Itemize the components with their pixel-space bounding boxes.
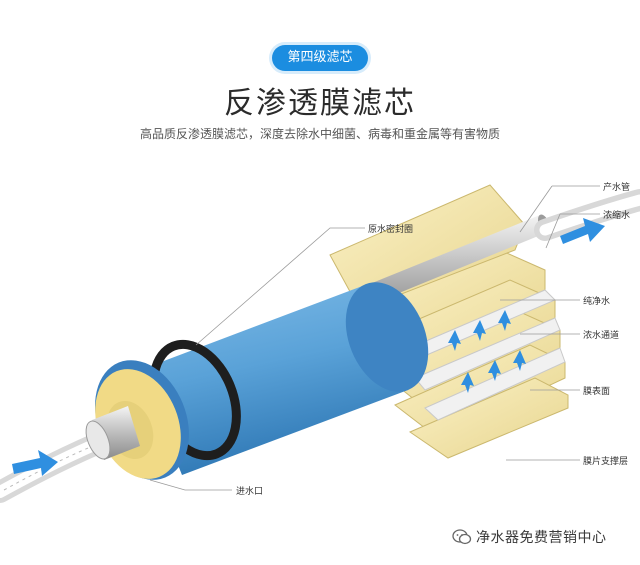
watermark-text: 净水器免费营销中心 — [476, 530, 607, 546]
inlet-pipe — [85, 406, 140, 460]
callout-concentrate-channel: 浓水通道 — [583, 331, 620, 341]
callout-membrane-support: 膜片支撑层 — [583, 457, 629, 467]
callout-concentrate: 浓缩水 — [603, 211, 631, 221]
page-title: 反渗透膜滤芯 — [224, 86, 416, 121]
callout-product-tube: 产水管 — [603, 183, 631, 193]
stage-badge: 第四级滤芯 — [272, 45, 368, 71]
callout-pure-water: 纯净水 — [583, 297, 611, 307]
outlet-water-stream — [534, 189, 640, 241]
callout-inlet-seal: 原水密封圈 — [368, 225, 414, 235]
callout-membrane-surface: 膜表面 — [583, 387, 611, 397]
cartridge-body — [95, 282, 429, 480]
outlet-arrow-icon — [560, 218, 605, 244]
inlet-arrow-icon — [12, 450, 58, 476]
wechat-icon — [452, 529, 472, 545]
page-subtitle: 高品质反渗透膜滤芯，深度去除水中细菌、病毒和重金属等有害物质 — [139, 127, 500, 141]
callout-water-inlet: 进水口 — [236, 487, 264, 497]
watermark: 净水器免费营销中心 — [452, 527, 607, 547]
leader-lines — [149, 185, 600, 491]
